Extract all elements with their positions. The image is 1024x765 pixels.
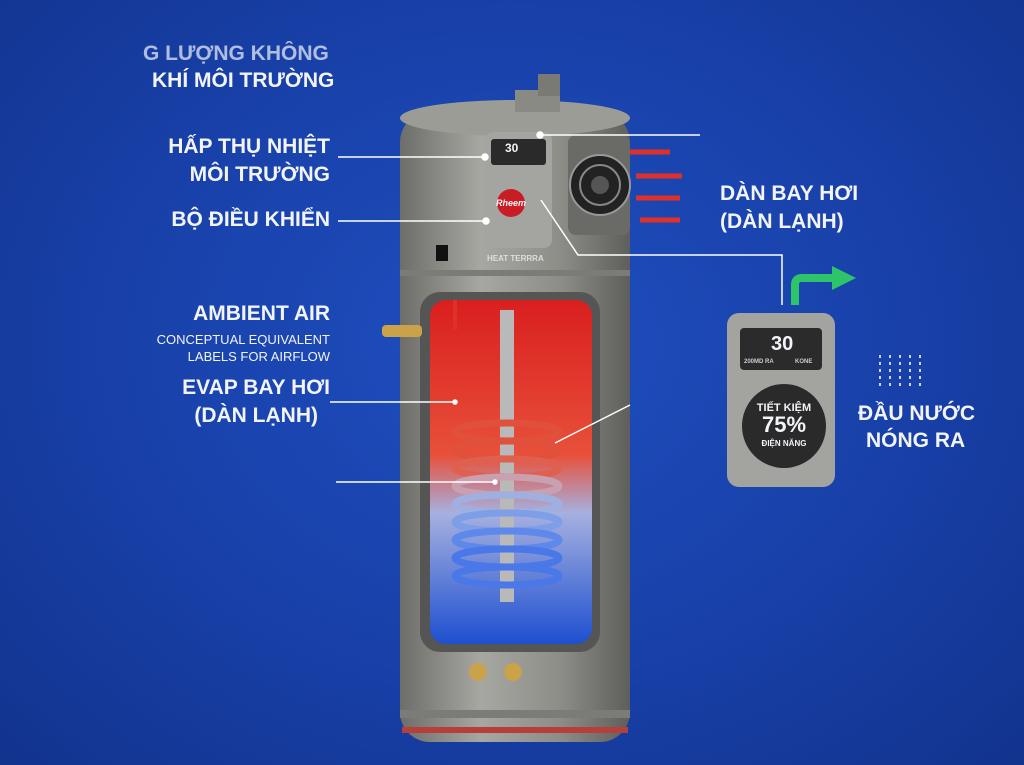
top-caption-line2: KHÍ MÔI TRƯỜNG: [152, 69, 335, 92]
tank-cutaway: [420, 292, 600, 652]
fan-icon: [568, 135, 631, 235]
label-controller: BỘ ĐIỀU KHIỂN: [171, 208, 330, 231]
remote-status-left: 200MD RA: [744, 359, 774, 365]
controller-display-temp: 30: [505, 141, 519, 155]
inlet-pipe: [382, 325, 422, 337]
label-evaporator-2: (DÀN LẠNH): [720, 210, 844, 233]
top-caption-line1: G LƯỢNG KHÔNG: [143, 42, 329, 65]
label-ambient-air: AMBIENT AIR: [193, 302, 330, 325]
controller-panel: [485, 132, 552, 248]
label-evap-1: EVAP BAY HƠI: [182, 376, 330, 399]
cold-inlet-fitting: [469, 663, 487, 681]
leader-lines: [330, 131, 783, 485]
model-name: HEAT TERRRA: [487, 254, 544, 263]
label-evap-2: (DÀN LẠNH): [194, 404, 318, 427]
savings-badge-line1: TIẾT KIỆM: [756, 402, 812, 414]
remote-display-temp: 30: [771, 333, 794, 355]
label-absorb-heat-1: HẤP THỤ NHIỆT: [168, 135, 330, 158]
remote-controller: [727, 313, 835, 487]
label-hot-water-2: NÓNG RA: [866, 429, 966, 452]
airflow-arrows: [630, 149, 682, 223]
shower-spray-icon: [879, 355, 921, 390]
power-switch: [436, 245, 448, 261]
label-ambient-sub1: CONCEPTUAL EQUIVALENT: [156, 332, 330, 347]
label-hot-water-1: ĐẦU NƯỚC: [858, 402, 975, 425]
hot-outlet-fitting: [504, 663, 522, 681]
brand-logo: Rheem: [496, 198, 527, 208]
hot-water-arrow: [791, 274, 835, 305]
savings-badge-value: 75%: [761, 412, 807, 437]
remote-status-right: KONE: [795, 359, 813, 365]
heat-coil: [451, 419, 563, 589]
label-absorb-heat-2: MÔI TRƯỜNG: [189, 163, 330, 186]
label-evaporator-1: DÀN BAY HƠI: [720, 182, 859, 205]
hot-water-arrowhead: [832, 266, 856, 290]
savings-badge-line2: ĐIỆN NĂNG: [761, 439, 807, 448]
label-ambient-sub2: LABELS FOR AIRFLOW: [187, 349, 330, 364]
